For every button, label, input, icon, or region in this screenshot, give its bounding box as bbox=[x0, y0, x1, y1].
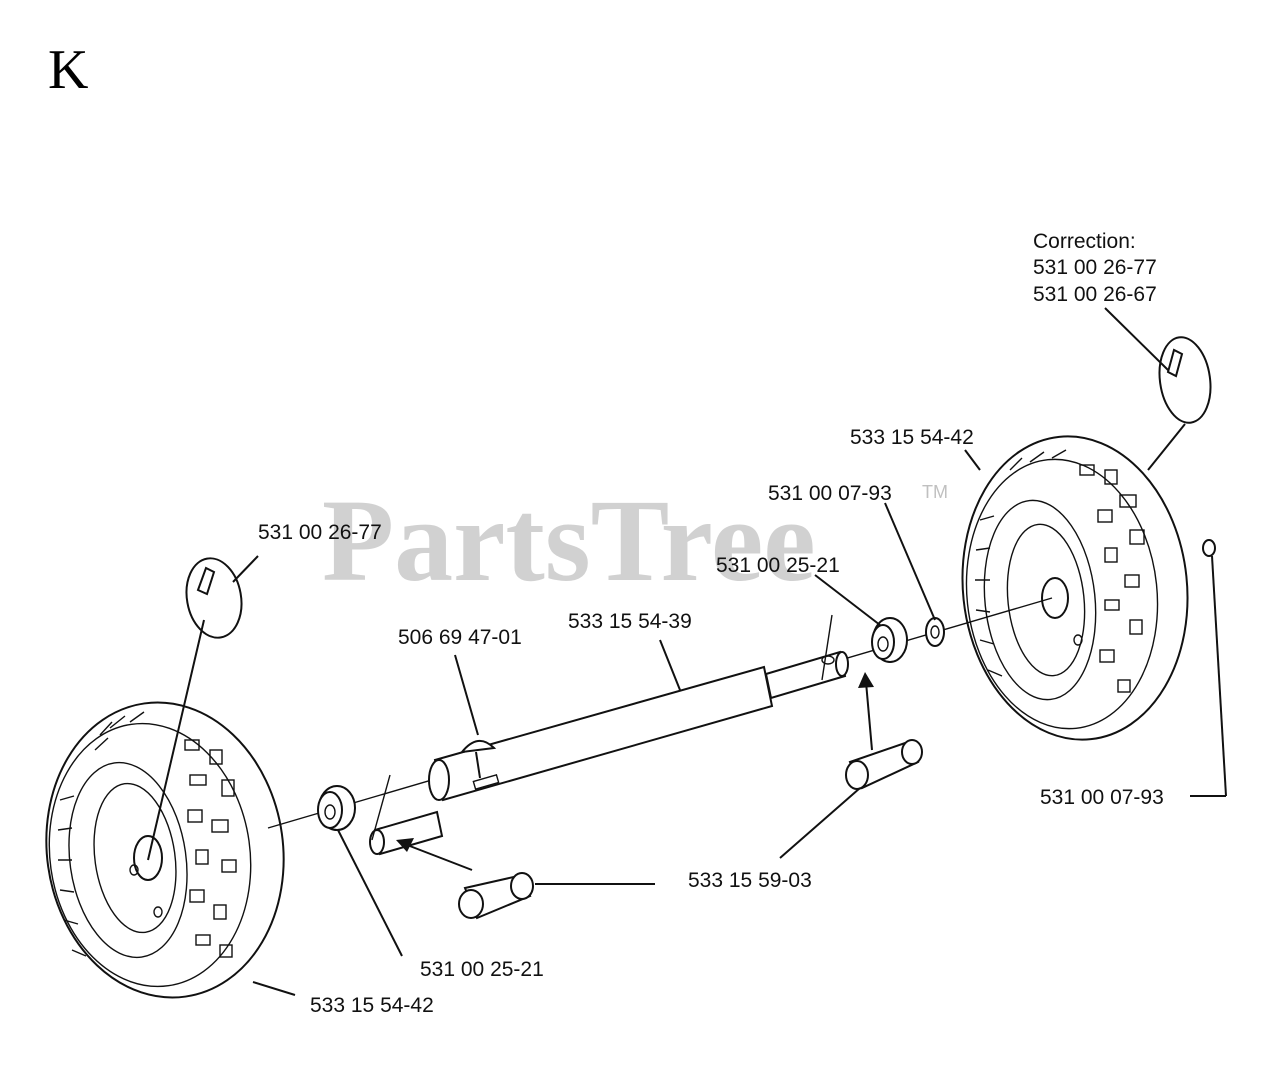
correction-heading: Correction: bbox=[1033, 230, 1136, 253]
label-tire-left-bottom: 533 15 54-42 bbox=[310, 994, 434, 1017]
right-wheel bbox=[961, 435, 1189, 741]
left-bearing bbox=[317, 785, 356, 831]
label-spacer: 533 15 59-03 bbox=[688, 869, 812, 892]
label-key: 506 69 47-01 bbox=[398, 626, 522, 649]
leader-lines bbox=[147, 307, 1227, 996]
label-washer-right: 531 00 07-93 bbox=[1040, 786, 1164, 809]
arrow-right bbox=[858, 672, 874, 751]
ring-pin-left bbox=[185, 557, 243, 639]
spacer-right bbox=[845, 739, 923, 790]
label-bearing-left: 531 00 25-21 bbox=[420, 958, 544, 981]
sheet-letter: K bbox=[48, 39, 88, 101]
axle bbox=[369, 650, 849, 856]
label-tire-right-top: 533 15 54-42 bbox=[850, 426, 974, 449]
correction-old-part: 531 00 26-77 bbox=[1033, 256, 1157, 279]
watermark-tm: TM bbox=[922, 482, 948, 502]
label-washer-top: 531 00 07-93 bbox=[768, 482, 892, 505]
arrow-left bbox=[396, 838, 473, 871]
key-part bbox=[459, 740, 497, 754]
left-wheel bbox=[45, 701, 285, 999]
spacer-left bbox=[458, 872, 534, 920]
washer-right-inner bbox=[925, 617, 945, 647]
correction-new-part: 531 00 26-67 bbox=[1033, 283, 1157, 306]
label-bearing-right: 531 00 25-21 bbox=[716, 554, 840, 577]
label-ring-pin-left: 531 00 26-77 bbox=[258, 521, 382, 544]
washer-right-outer bbox=[1202, 539, 1216, 557]
ring-pin-right bbox=[1158, 336, 1212, 424]
watermark: PartsTree bbox=[322, 475, 816, 606]
right-bearing bbox=[871, 617, 908, 663]
label-axle: 533 15 54-39 bbox=[568, 610, 692, 633]
